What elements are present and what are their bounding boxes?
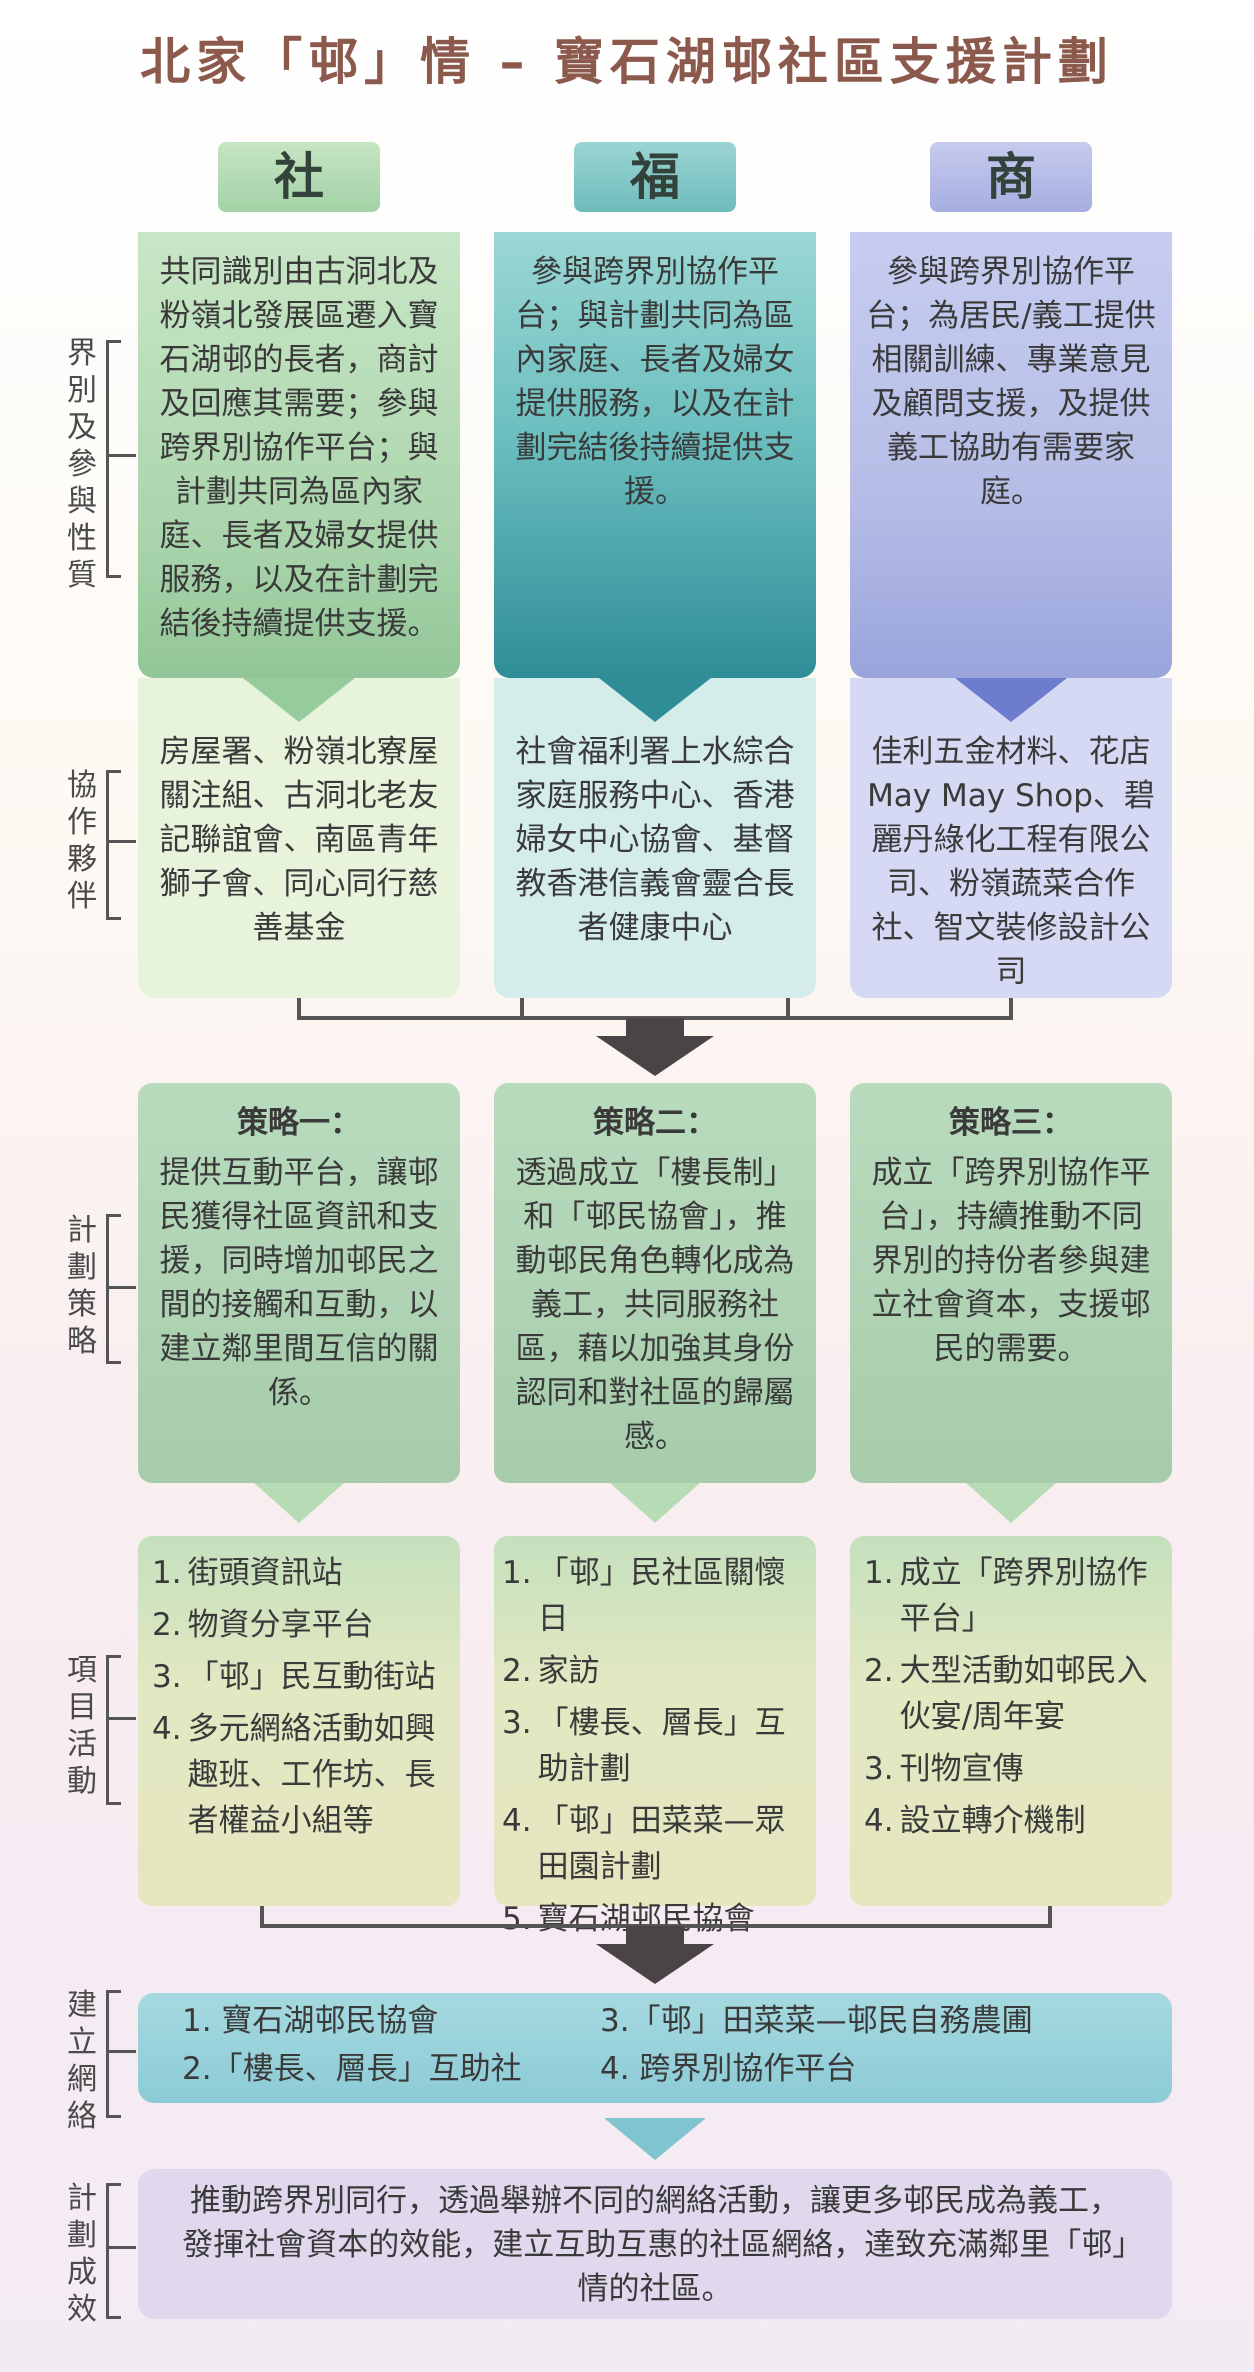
outcome-text: 推動跨界別同行，透過舉辦不同的網絡活動，讓更多邨民成為義工，發揮社會資本的效能，…	[182, 2183, 1128, 2307]
strategy-box-3: 策略三： 成立「跨界別協作平台」，持續推動不同界別的持份者參與建立社會資本，支援…	[850, 1083, 1172, 1483]
partners-box-business: 佳利五金材料、花店May May Shop、碧麗丹綠化工程有限公司、粉嶺蔬菜合作…	[850, 678, 1172, 998]
bracket-tick	[106, 2246, 136, 2249]
list-item: 1.街頭資訊站	[152, 1555, 343, 1591]
network-item: 2.「樓長、層長」互助社	[182, 2051, 522, 2087]
side-label-strategy: 計劃策略	[67, 1213, 97, 1359]
outcome-bar: 推動跨界別同行，透過舉辦不同的網絡活動，讓更多邨民成為義工，發揮社會資本的效能，…	[138, 2169, 1172, 2319]
activities-box-1: 1.街頭資訊站 2.物資分享平台 3.「邨」民互動街站 4.多元網絡活動如興趣班…	[138, 1536, 460, 1906]
arrow-down-icon	[610, 1483, 700, 1523]
list-item: 5.寶石湖邨民協會	[502, 1901, 755, 1937]
network-bar: 1. 寶石湖邨民協會 2.「樓長、層長」互助社 3.「邨」田菜菜—邨民自務農圃 …	[138, 1993, 1172, 2103]
bracket-tick	[106, 1717, 136, 1720]
list-item: 3.「邨」民互動街站	[152, 1659, 436, 1695]
bracket-tick	[106, 840, 136, 843]
strategy-heading: 策略一：	[237, 1105, 361, 1141]
merge-connector	[260, 1906, 1052, 1928]
side-label-partners: 協作夥伴	[67, 768, 97, 914]
activities-box-3: 1.成立「跨界別協作平台」 2.大型活動如邨民入伙宴/周年宴 3.刊物宣傳 4.…	[850, 1536, 1172, 1906]
list-item: 1.「邨」民社區關懷日	[502, 1555, 786, 1637]
partners-box-welfare: 社會福利署上水綜合家庭服務中心、香港婦女中心協會、基督教香港信義會靈合長者健康中…	[494, 678, 816, 998]
partners-box-social: 房屋署、粉嶺北寮屋關注組、古洞北老友記聯誼會、南區青年獅子會、同心同行慈善基金	[138, 678, 460, 998]
list-item: 2.家訪	[502, 1653, 600, 1689]
arrow-down-icon	[243, 678, 355, 722]
page-title: 北家「邨」情 – 寶石湖邨社區支援計劃	[140, 33, 1114, 91]
list-item: 3.「樓長、層長」互助計劃	[502, 1705, 786, 1787]
list-item: 1.成立「跨界別協作平台」	[864, 1555, 1148, 1637]
nature-box-social: 共同識別由古洞北及粉嶺北發展區遷入寶石湖邨的長者，商討及回應其需要；參與跨界別協…	[138, 232, 460, 678]
bracket-tick	[106, 1286, 136, 1289]
network-item: 3.「邨」田菜菜—邨民自務農圃	[600, 2003, 1033, 2039]
side-label-outcome: 計劃成效	[67, 2181, 97, 2327]
bracket-tick	[106, 454, 136, 457]
nature-box-welfare: 參與跨界別協作平台；與計劃共同為區內家庭、長者及婦女提供服務，以及在計劃完結後持…	[494, 232, 816, 678]
bracket-nature	[106, 340, 121, 578]
list-item: 2.物資分享平台	[152, 1607, 374, 1643]
strategy-text: 透過成立「樓長制」和「邨民協會」，推動邨民角色轉化成為義工，共同服務社區，藉以加…	[515, 1155, 795, 1455]
nature-box-business: 參與跨界別協作平台；為居民/義工提供相關訓練、專業意見及顧問支援，及提供義工協助…	[850, 232, 1172, 678]
bracket-tick	[106, 2050, 136, 2053]
list-item: 4.「邨」田菜菜—眾田園計劃	[502, 1803, 786, 1885]
list-item: 4.設立轉介機制	[864, 1803, 1086, 1839]
arrow-down-icon	[966, 1483, 1056, 1523]
strategy-heading: 策略二：	[593, 1105, 717, 1141]
strategy-text: 成立「跨界別協作平台」，持續推動不同界別的持份者參與建立社會資本，支援邨民的需要…	[871, 1155, 1151, 1367]
strategy-box-2: 策略二： 透過成立「樓長制」和「邨民協會」，推動邨民角色轉化成為義工，共同服務社…	[494, 1083, 816, 1483]
network-item: 1. 寶石湖邨民協會	[182, 2003, 439, 2039]
strategy-box-1: 策略一： 提供互動平台，讓邨民獲得社區資訊和支援，同時增加邨民之間的接觸和互動，…	[138, 1083, 460, 1483]
list-item: 3.刊物宣傳	[864, 1751, 1024, 1787]
side-label-nature: 界別及參與性質	[67, 336, 97, 593]
big-arrow-down-icon	[596, 1018, 714, 1076]
arrow-down-icon	[604, 2118, 706, 2160]
arrow-down-icon	[955, 678, 1067, 722]
bracket-strategy	[106, 1214, 121, 1364]
bracket-partners	[106, 770, 121, 920]
list-item: 4.多元網絡活動如興趣班、工作坊、長者權益小組等	[152, 1711, 436, 1839]
list-item: 2.大型活動如邨民入伙宴/周年宴	[864, 1653, 1148, 1735]
network-item: 4. 跨界別協作平台	[600, 2051, 857, 2087]
bracket-outcome	[106, 2183, 121, 2319]
bracket-activities	[106, 1655, 121, 1805]
arrow-down-icon	[599, 678, 711, 722]
header-social: 社	[218, 142, 380, 212]
merge-connector	[297, 998, 1013, 1020]
activities-box-2: 1.「邨」民社區關懷日 2.家訪 3.「樓長、層長」互助計劃 4.「邨」田菜菜—…	[494, 1536, 816, 1937]
side-label-network: 建立網絡	[67, 1988, 97, 2134]
strategy-heading: 策略三：	[949, 1105, 1073, 1141]
arrow-down-icon	[254, 1483, 344, 1523]
strategy-text: 提供互動平台，讓邨民獲得社區資訊和支援，同時增加邨民之間的接觸和互動，以建立鄰里…	[159, 1155, 439, 1411]
side-label-activities: 項目活動	[67, 1653, 97, 1799]
header-welfare: 福	[574, 142, 736, 212]
big-arrow-down-icon	[596, 1926, 714, 1984]
header-business: 商	[930, 142, 1092, 212]
bracket-network	[106, 1990, 121, 2118]
